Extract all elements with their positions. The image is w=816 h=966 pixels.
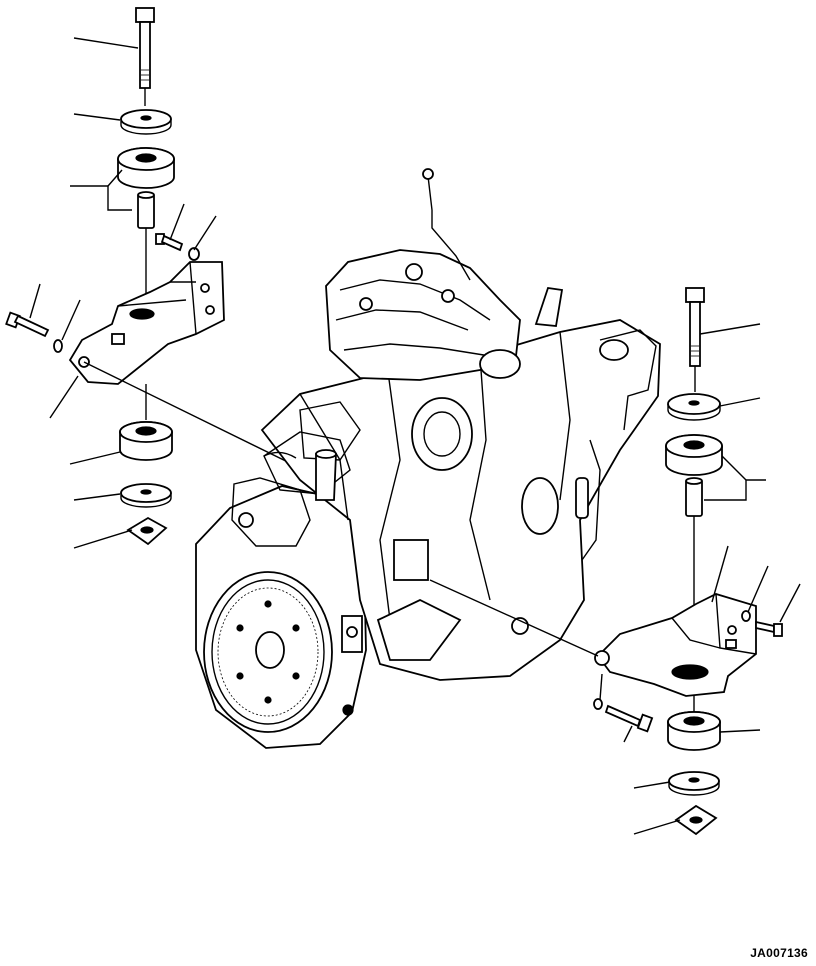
left-mount-nut (126, 516, 168, 546)
left-bracket-top-bolt (155, 233, 200, 261)
engine-body (195, 168, 661, 749)
left-mount-cushion-bottom (119, 421, 173, 461)
right-engine-bracket (594, 593, 757, 697)
right-mount-assembly (429, 287, 801, 836)
right-mount-washer-bottom (668, 771, 720, 796)
left-mount-cushion-top (117, 147, 175, 189)
right-mount-cushion-top (665, 434, 723, 476)
left-engine-bracket (68, 261, 225, 385)
engine-block (260, 319, 661, 681)
left-leader-lines (29, 37, 301, 549)
engine-front-components (231, 449, 337, 547)
flywheel-housing (195, 485, 367, 749)
left-mount-washer-top (120, 109, 172, 135)
right-leader-lines (429, 323, 801, 835)
left-mount-assembly (5, 7, 301, 549)
left-mount-washer-bottom (120, 483, 172, 508)
right-mount-nut (674, 804, 718, 836)
right-mount-bolt (685, 287, 705, 367)
right-mount-sleeve (685, 477, 703, 517)
left-mount-sleeve (137, 191, 155, 229)
engine-top-components (299, 168, 564, 461)
right-mount-washer-top (667, 393, 721, 421)
right-bracket-bottom-bolt (593, 698, 654, 733)
left-mount-bolt (135, 7, 155, 89)
left-bracket-side-bolt (5, 311, 63, 353)
figure-code: JA007136 (750, 946, 808, 960)
right-mount-cushion-bottom (667, 711, 721, 751)
right-bracket-side-bolt (741, 610, 783, 637)
